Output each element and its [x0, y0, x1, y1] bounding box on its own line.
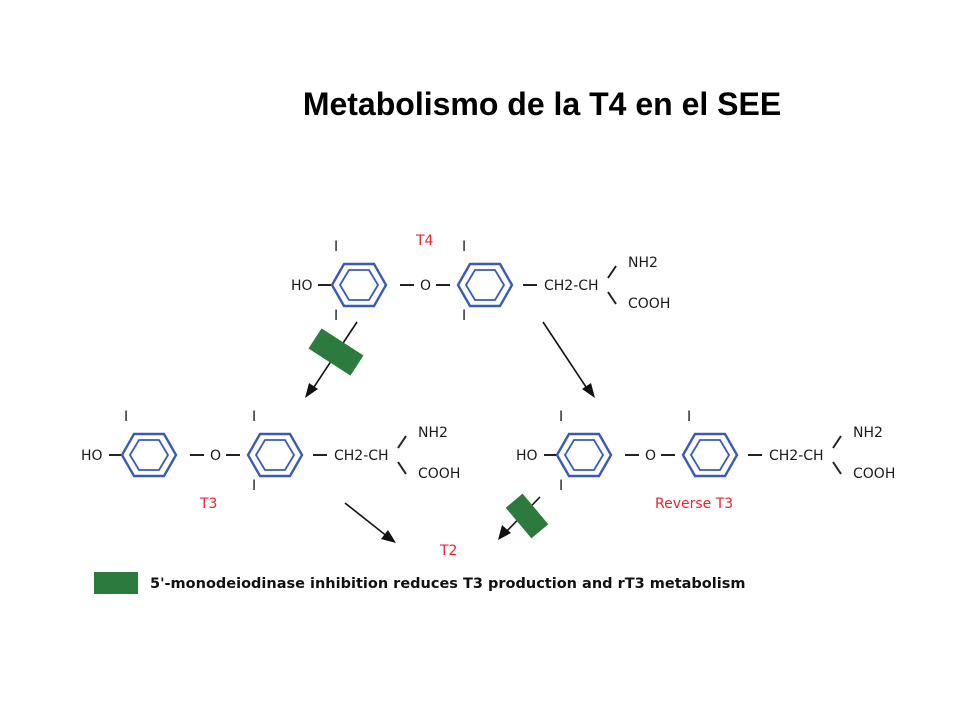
rt3-benzene-ring-1: [555, 432, 613, 478]
legend-text: 5'-monodeiodinase inhibition reduces T3 …: [150, 576, 745, 592]
t3-ho-group: HO: [81, 448, 103, 464]
rt3-nh2-bond: [832, 435, 842, 449]
rt3-cooh-bond: [832, 461, 842, 475]
inhibition-block-rt3-to-t2: [505, 493, 549, 539]
t4-ho-group: HO: [291, 278, 313, 294]
t3-label: T3: [199, 496, 217, 512]
molecule-t4: T4 HO I I O I I CH2-CH NH2 COOH: [291, 233, 670, 324]
rt3-ether-oxygen: O: [645, 448, 656, 464]
rt3-ring1-iodine-top: I: [559, 409, 563, 425]
legend-inhibition-swatch: [94, 572, 138, 594]
rt3-cooh: COOH: [853, 466, 895, 482]
t3-cooh: COOH: [418, 466, 460, 482]
rt3-ring2-iodine-top: I: [687, 409, 691, 425]
rt3-ho-group: HO: [516, 448, 538, 464]
arrow-rt3-to-t2-head: [498, 525, 511, 540]
t3-benzene-ring-1: [120, 432, 178, 478]
t4-ether-oxygen: O: [420, 278, 431, 294]
arrow-t3-to-t2: [344, 502, 389, 538]
t3-nh2-bond: [397, 435, 407, 449]
t4-nh2: NH2: [628, 255, 658, 271]
t3-ring2-iodine-bottom: I: [252, 478, 256, 494]
legend: 5'-monodeiodinase inhibition reduces T3 …: [94, 572, 745, 594]
rt3-chain: CH2-CH: [769, 448, 824, 464]
t3-benzene-ring-2: [246, 432, 304, 478]
t4-ring1-iodine-top: I: [334, 239, 338, 255]
t4-benzene-ring-2: [456, 262, 514, 308]
slide-title: Metabolismo de la T4 en el SEE: [302, 86, 782, 122]
t4-benzene-ring-1: [330, 262, 388, 308]
rt3-nh2: NH2: [853, 425, 883, 441]
t3-ring1-iodine-top: I: [124, 409, 128, 425]
arrow-t4-to-t3-head: [305, 383, 318, 398]
t4-cooh: COOH: [628, 296, 670, 312]
t2-label: T2: [439, 543, 457, 559]
arrow-t3-to-t2-head: [381, 530, 396, 543]
t4-chain: CH2-CH: [544, 278, 599, 294]
rt3-ring1-iodine-bottom: I: [559, 478, 563, 494]
t3-nh2: NH2: [418, 425, 448, 441]
rt3-label: Reverse T3: [655, 496, 733, 512]
arrow-t4-to-rt3-head: [582, 383, 595, 398]
molecule-t3: HO I O I I CH2-CH NH2 COOH T3: [81, 409, 460, 512]
molecule-reverse-t3: HO I I O I CH2-CH NH2 COOH Reverse T3: [516, 409, 895, 512]
t3-cooh-bond: [397, 461, 407, 475]
t4-nh2-bond: [607, 265, 617, 279]
t4-cooh-bond: [607, 291, 617, 305]
t4-label: T4: [415, 233, 434, 249]
t4-ring2-iodine-top: I: [462, 239, 466, 255]
rt3-benzene-ring-2: [681, 432, 739, 478]
t4-ring1-iodine-bottom: I: [334, 308, 338, 324]
t3-ring2-iodine-top: I: [252, 409, 256, 425]
arrow-t4-to-rt3: [542, 321, 589, 391]
t4-ring2-iodine-bottom: I: [462, 308, 466, 324]
t3-chain: CH2-CH: [334, 448, 389, 464]
t3-ether-oxygen: O: [210, 448, 221, 464]
inhibition-block-t4-to-t3: [308, 328, 364, 376]
